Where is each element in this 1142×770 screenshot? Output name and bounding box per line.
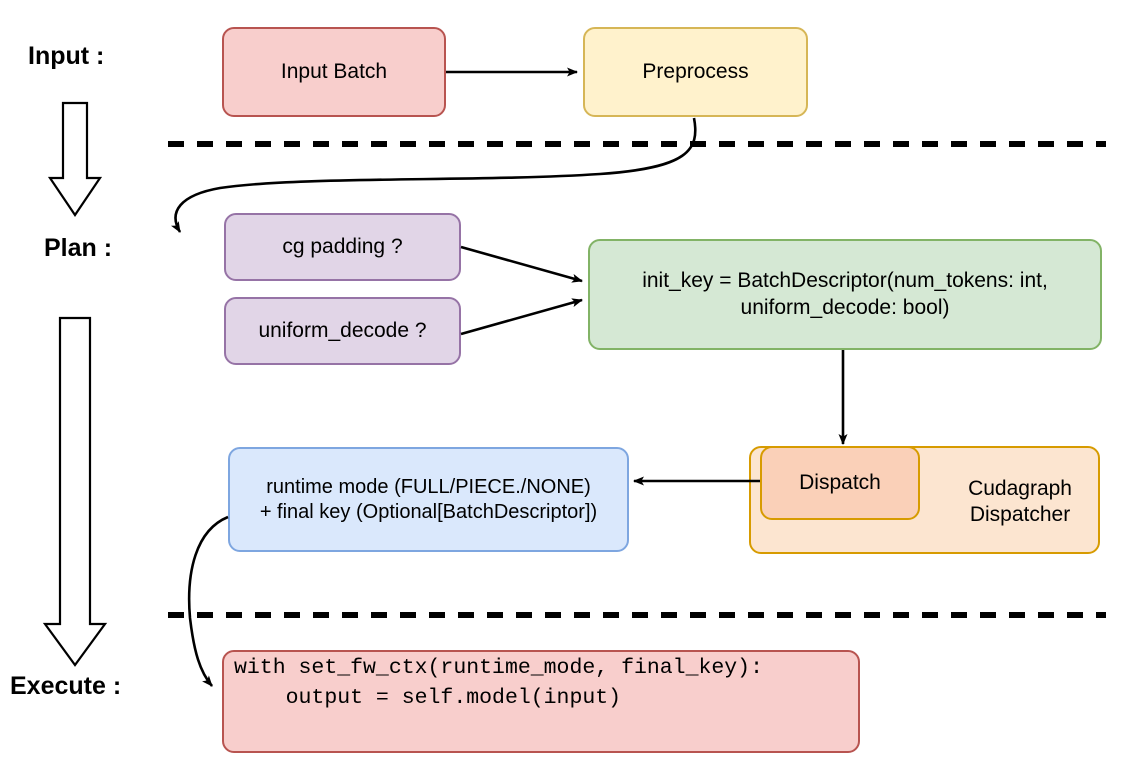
stage-label-input: Input : <box>28 42 105 70</box>
node-runtime-mode-line1: runtime mode (FULL/PIECE./NONE) <box>266 475 591 498</box>
node-preprocess[interactable]: Preprocess <box>583 27 808 117</box>
node-init-key-line1: init_key = BatchDescriptor(num_tokens: i… <box>642 269 1048 293</box>
node-runtime-mode-line2: + final key (Optional[BatchDescriptor]) <box>259 500 598 523</box>
node-dispatch[interactable]: Dispatch <box>760 446 920 520</box>
node-input-batch[interactable]: Input Batch <box>222 27 446 117</box>
node-runtime-mode[interactable]: runtime mode (FULL/PIECE./NONE) + final … <box>228 447 629 552</box>
node-uniform-decode[interactable]: uniform_decode ? <box>224 297 461 365</box>
flow-arrow-plan-to-execute <box>42 316 108 667</box>
node-init-key-line2: uniform_decode: bool) <box>740 295 950 319</box>
edge-cg-padding-to-init-key <box>460 245 583 283</box>
stage-label-execute: Execute : <box>10 672 122 700</box>
cudagraph-dispatcher-line2: Dispatcher <box>969 503 1071 527</box>
node-cg-padding[interactable]: cg padding ? <box>224 213 461 281</box>
execute-code-line2: output = self.model(input) <box>234 685 622 710</box>
flow-arrow-input-to-plan <box>47 101 103 217</box>
node-cudagraph-dispatcher-label: Cudagraph Dispatcher <box>968 450 1090 529</box>
cudagraph-dispatcher-line1: Cudagraph <box>968 477 1072 500</box>
edge-uniform-decode-to-init-key <box>460 298 583 336</box>
stage-label-plan: Plan : <box>44 234 113 262</box>
execute-code-line1: with set_fw_ctx(runtime_mode, final_key)… <box>234 656 763 680</box>
node-execute-code[interactable]: with set_fw_ctx(runtime_mode, final_key)… <box>222 650 860 753</box>
node-init-key[interactable]: init_key = BatchDescriptor(num_tokens: i… <box>588 239 1102 350</box>
